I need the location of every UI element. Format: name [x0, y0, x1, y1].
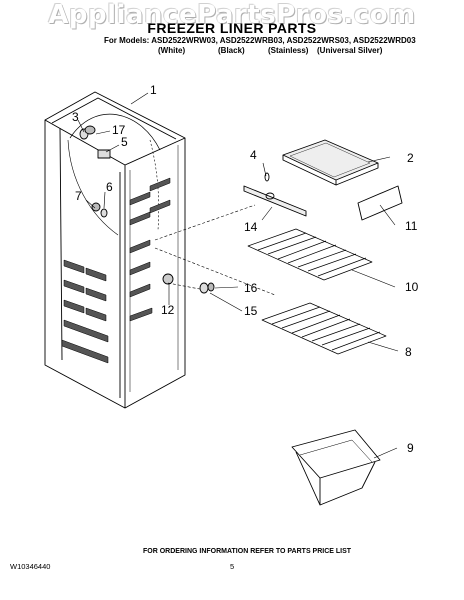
watermark: AppliancePartsPros.com: [48, 0, 416, 30]
callout-12: 12: [161, 303, 175, 317]
page-title: FREEZER LINER PARTS: [147, 20, 317, 36]
shelf-bracket: [243, 172, 307, 217]
assembly-guides: [154, 204, 276, 296]
callout-6: 6: [106, 180, 113, 194]
freezer-liner: [44, 91, 186, 409]
variant-white: (White): [158, 46, 186, 55]
ordering-note: FOR ORDERING INFORMATION REFER TO PARTS …: [143, 548, 352, 555]
doc-number: W10346440: [10, 562, 51, 571]
callout-1: 1: [150, 83, 157, 97]
callout-17: 17: [112, 123, 126, 137]
variant-stainless: (Stainless): [268, 46, 309, 55]
wire-shelf-upper: [247, 228, 373, 281]
callout-3: 3: [72, 110, 79, 124]
callout-15: 15: [244, 304, 258, 318]
glass-shelf: [282, 139, 379, 186]
variant-universal-silver: (Universal Silver): [317, 46, 383, 55]
callout-2: 2: [407, 151, 414, 165]
callout-leaders: [77, 92, 399, 459]
callout-4: 4: [250, 148, 257, 162]
callout-5: 5: [121, 135, 128, 149]
callout-11: 11: [405, 219, 418, 233]
callout-9: 9: [407, 441, 414, 455]
freezer-bin: [291, 429, 381, 506]
callout-8: 8: [405, 345, 412, 359]
callout-14: 14: [244, 220, 258, 234]
callout-7: 7: [75, 189, 82, 203]
page-number: 5: [230, 562, 235, 571]
callout-labels: 1 2 3 4 5 6 7 8 9 10 11 12 14 15 16 17: [72, 83, 419, 455]
model-list: For Models: ASD2522WRW03, ASD2522WRB03, …: [104, 36, 416, 45]
callout-10: 10: [405, 280, 419, 294]
variant-black: (Black): [218, 46, 245, 55]
wire-shelf-lower: [261, 302, 387, 355]
shelf-support-fittings: [199, 282, 215, 294]
liner-slots: [61, 177, 171, 364]
liner-fittings: [79, 125, 174, 285]
shelf-panel: [357, 185, 403, 221]
callout-16: 16: [244, 281, 258, 295]
